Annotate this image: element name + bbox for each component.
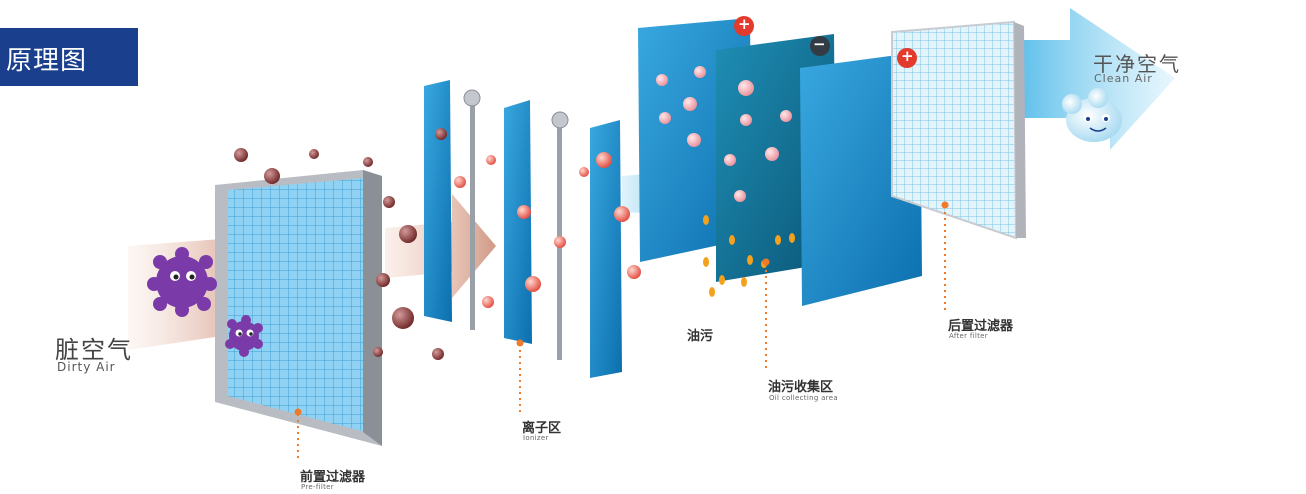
leader-dots [294,201,949,416]
title-badge: 原理图 [0,28,138,86]
oil-label-zh: 油污 [687,329,714,344]
ionizer-panel-2 [504,100,532,344]
dirty-air-label-en: Dirty Air [57,360,116,374]
germ-small-icon [225,315,263,357]
pre-filter-label-zh: 前置过滤器 [300,470,366,485]
dirty-air-label-zh: 脏空气 [55,336,133,364]
plus-sign-icon [734,16,754,36]
after-filter-label-zh: 后置过滤器 [948,319,1014,334]
after-filter [891,20,1026,240]
page-title: 原理图 [6,46,88,76]
pre-filter [215,170,382,446]
pre-filter-label-en: Pre-filter [301,483,334,491]
oil-collecting-label-zh: 油污收集区 [768,380,834,395]
ionizer-label-zh: 离子区 [522,421,562,436]
ionizer-panel-1 [424,80,452,322]
dirt-particles [234,128,447,360]
collected-particles [656,66,792,202]
ionizer-rod-1 [463,89,481,330]
ionizer-label-en: Ionizer [523,434,549,442]
plus-sign-label: + [738,15,751,33]
clean-air-cloud-icon [1062,88,1122,142]
charged-particles [454,152,641,308]
ionizer-panel-3 [590,120,622,378]
oil-collecting-label-en: Oil collecting area [769,394,838,402]
clean-air-label-en: Clean Air [1094,72,1153,85]
minus-sign-label: − [813,35,826,53]
plus-sign-icon [897,48,917,68]
after-filter-label-en: After filter [949,332,988,340]
minus-sign-icon [810,36,830,56]
clean-air-flow [1010,8,1175,150]
leader-lines [297,206,946,462]
clean-air-label-zh: 干净空气 [1093,52,1181,76]
germ-large-icon [147,247,217,317]
plus-sign-label: + [901,47,914,65]
